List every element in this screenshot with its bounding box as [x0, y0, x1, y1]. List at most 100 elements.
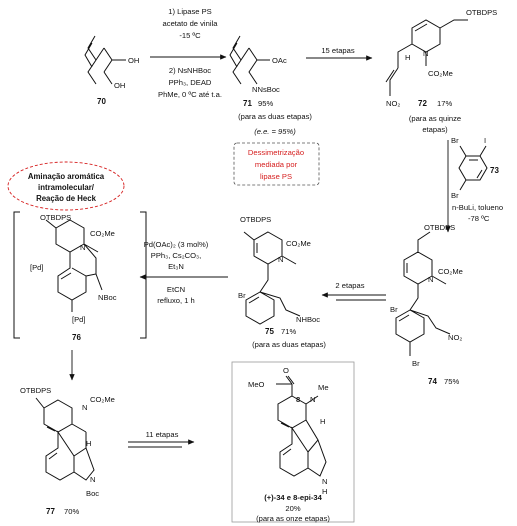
step-5: Pd(OAc)₂ (3 mol%) PPh₃, Cs₂CO₃, Et₃N EtC…: [139, 240, 228, 305]
nnsboc-label: NNsBoc: [252, 85, 280, 94]
pd-line-2: PPh₃, Cs₂CO₃,: [151, 251, 202, 260]
n-label: N: [423, 49, 428, 58]
compound-72: OTBDPS N H CO₂Me NO₂ 72 17% (para as qui…: [385, 8, 497, 134]
boc-label: Boc: [86, 489, 99, 498]
pd-line-5: refluxo, 1 h: [157, 296, 195, 305]
compound-number-77: 77: [46, 507, 55, 516]
pd-line-1: Pd(OAc)₂ (3 mol%): [144, 240, 209, 249]
step-3: n-BuLi, tolueno -78 ºC: [445, 140, 503, 233]
otbdps-label: OTBDPS: [20, 386, 51, 395]
h-label: H: [405, 53, 410, 62]
br-label-2: Br: [412, 359, 420, 368]
yield-74: 75%: [444, 377, 459, 386]
eleven-steps-label: 11 etapas: [146, 430, 179, 439]
yield-72: 17%: [437, 99, 452, 108]
compound-number-72: 72: [418, 99, 427, 108]
compound-number-76: 76: [72, 333, 81, 342]
n2-label: N: [90, 475, 95, 484]
condition-line-5: PPh₃, DEAD: [169, 78, 212, 87]
compound-77: OTBDPS N CO₂Me H N Boc 77 70%: [20, 386, 115, 516]
pd-label-2: [Pd]: [72, 315, 86, 324]
compound-number-73: 73: [490, 166, 499, 175]
compound-number-74: 74: [428, 377, 437, 386]
desymmetrization-line-2: mediada por: [255, 160, 298, 169]
meo-label: MeO: [248, 380, 265, 389]
two-steps-label: 2 etapas: [335, 281, 364, 290]
compound-number-34: (+)-34 e 8-epi-34: [264, 493, 322, 502]
compound-34: MeO O 8 N Me H N H (+)-34 e 8-epi-34 20%…: [231, 361, 355, 523]
condition-line-6: PhMe, 0 ºC até t.a.: [158, 90, 222, 99]
oh-label-1: OH: [128, 56, 139, 65]
me-label: Me: [318, 383, 329, 392]
compound-74: OTBDPS N CO₂Me Br Br NO₂ 74 75%: [390, 223, 463, 386]
compound-70: OH OH 70: [84, 35, 139, 106]
o-label: O: [283, 366, 289, 375]
condition-line-3: -15 ºC: [179, 31, 201, 40]
step-4: 2 etapas: [321, 281, 386, 301]
co2me-label: CO₂Me: [438, 267, 463, 276]
otbdps-label: OTBDPS: [424, 223, 455, 232]
pd-line-4: EtCN: [167, 285, 185, 294]
note-eleven-steps: (para as onze etapas): [256, 514, 330, 523]
condition-line-2: acetato de vinila: [163, 19, 219, 28]
ee-note: (e.e. = 95%): [254, 127, 296, 136]
n-label: N: [80, 243, 85, 252]
n-label: N: [278, 255, 283, 264]
co2me-label: CO₂Me: [428, 69, 453, 78]
br-label: Br: [238, 291, 246, 300]
yield-77: 70%: [64, 507, 79, 516]
heck-line-2: intramolecular/: [38, 183, 95, 192]
compound-number-71: 71: [243, 99, 252, 108]
desymmetrization-line-1: Dessimetrização: [248, 148, 304, 157]
compound-75: OTBDPS N CO₂Me Br NHBoc 75 71% (para as …: [238, 215, 326, 349]
otbdps-label: OTBDPS: [240, 215, 271, 224]
otbdps-label: OTBDPS: [40, 213, 71, 222]
co2me-label: CO₂Me: [90, 395, 115, 404]
oh-label-2: OH: [114, 81, 125, 90]
nh-label: N: [322, 477, 327, 486]
nh-h-label: H: [322, 487, 327, 496]
step-1: 1) Lipase PS acetato de vinila -15 ºC 2)…: [150, 7, 227, 99]
no2-label: NO₂: [448, 333, 462, 342]
br-label-1: Br: [451, 136, 459, 145]
pd-line-3: Et₃N: [168, 262, 184, 271]
nbuli-line: n-BuLi, tolueno: [452, 203, 503, 212]
n-label: N: [310, 395, 315, 404]
h-label: H: [86, 439, 91, 448]
heck-ellipse: Aminação aromática intramolecular/ Reaçã…: [7, 161, 125, 211]
desymmetrization-line-3: lipase PS: [260, 172, 292, 181]
heck-line-1: Aminação aromática: [28, 172, 105, 181]
compound-73: Br I Br 73: [451, 136, 499, 200]
minus78-line: -78 ºC: [468, 214, 490, 223]
desymmetrization-box: Dessimetrização mediada por lipase PS: [233, 142, 320, 186]
yield-34: 20%: [285, 504, 300, 513]
note-two-steps-2: (para as duas etapas): [252, 340, 326, 349]
note-fifteen-steps-2: etapas): [422, 125, 448, 134]
heck-line-3: Reação de Heck: [36, 194, 96, 203]
note-two-steps-1: (para as duas etapas): [238, 112, 312, 121]
nboc-label: NBoc: [98, 293, 117, 302]
pd-label-1: [Pd]: [30, 263, 44, 272]
no2-label: NO₂: [386, 99, 400, 108]
step-2: 15 etapas: [306, 46, 373, 61]
yield-71: 95%: [258, 99, 273, 108]
otbdps-label: OTBDPS: [466, 8, 497, 17]
n-label: N: [428, 275, 433, 284]
note-fifteen-steps-1: (para as quinze: [409, 114, 461, 123]
compound-number-70: 70: [97, 97, 106, 106]
condition-line-1: 1) Lipase PS: [168, 7, 211, 16]
co2me-label: CO₂Me: [286, 239, 311, 248]
fifteen-steps-label: 15 etapas: [321, 46, 355, 55]
n-label: N: [82, 403, 87, 412]
nhboc-label: NHBoc: [296, 315, 320, 324]
compound-76: OTBDPS N CO₂Me [Pd] [Pd] NBoc 76: [13, 211, 147, 342]
c8-label: 8: [296, 395, 300, 404]
h-label: H: [320, 417, 325, 426]
oac-label: OAc: [272, 56, 287, 65]
compound-71: OAc NNsBoc 71 95% (para as duas etapas) …: [229, 35, 312, 136]
condition-line-4: 2) NsNHBoc: [169, 66, 211, 75]
co2me-label: CO₂Me: [90, 229, 115, 238]
br-label-1: Br: [390, 305, 398, 314]
i-label: I: [484, 136, 486, 145]
